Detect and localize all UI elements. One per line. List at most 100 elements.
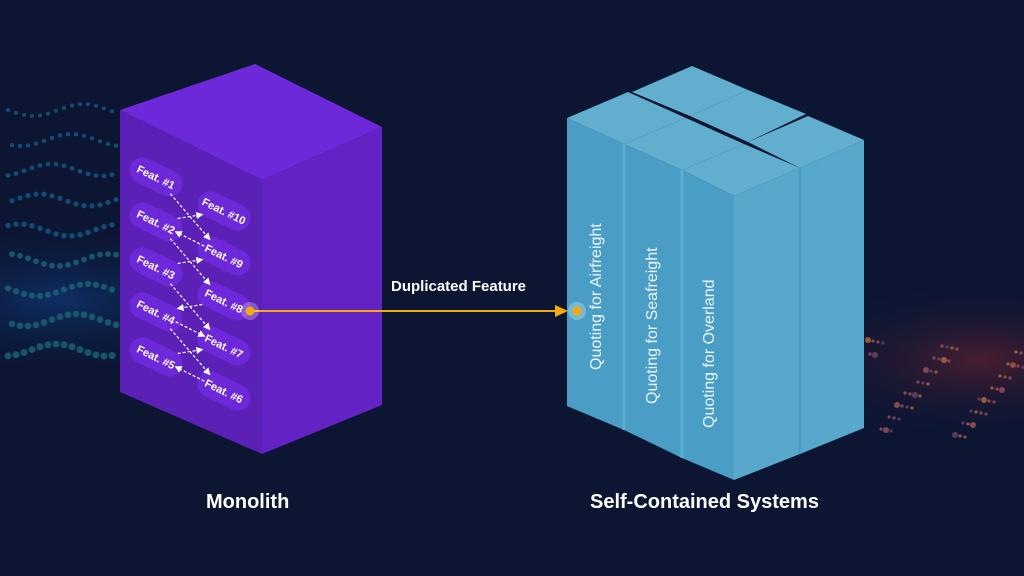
scs-top-back-mid [690,90,806,142]
dependency-arrow [169,193,211,241]
background-dot [992,400,996,404]
background-dot [85,229,91,236]
background-dot [28,346,36,354]
background-dot [89,203,95,209]
background-dot [932,356,936,360]
background-dot [105,251,111,257]
background-dot [945,345,949,349]
background-dot [889,429,893,433]
background-dot [109,172,115,178]
background-dot [1021,365,1024,369]
background-dot [61,232,67,239]
background-dot [941,357,947,363]
background-dot [29,223,35,229]
scs-col1-top [567,92,686,144]
background-dot [24,322,32,330]
background-dot [65,198,71,204]
feature-pill-bg [197,326,251,366]
feature-pill-bg [197,191,251,231]
background-dot [952,432,958,438]
connector-arrowhead [555,305,568,317]
background-dot [894,402,900,408]
background-dot [1008,376,1012,380]
background-dot [73,259,79,266]
background-dot [25,143,31,148]
background-dot [61,163,67,169]
background-dot [49,135,55,141]
background-dot [41,261,47,267]
connector-end-dot [572,306,582,316]
background-dot [93,173,99,179]
background-dot [974,410,978,414]
background-dot [977,397,981,401]
feature-pill-bg [129,292,183,332]
background-dot [16,322,24,329]
background-dot [81,203,87,209]
background-dot [68,283,76,290]
background-dot [990,386,994,390]
background-dot [881,341,885,345]
background-dot [918,394,922,398]
background-dot [921,381,925,385]
dependency-arrow [169,328,211,376]
background-dot [950,346,954,350]
background-dot [940,344,944,348]
background-dot [926,382,930,386]
dependency-arrow [174,366,205,382]
background-dot [68,343,76,351]
dependency-arrows [169,193,211,382]
background-dot [9,251,15,258]
background-dot [999,387,1005,393]
background-dot [65,131,71,137]
background-dot [70,103,74,108]
background-dot [868,352,872,356]
background-dot [12,288,20,295]
background-dot [109,221,115,228]
feature-pill-bg [129,247,183,287]
background-dot [1003,375,1007,379]
dependency-arrow [175,321,206,337]
feature-pill-bg [129,157,183,197]
background-dot [101,223,107,230]
background-dot [900,404,904,408]
background-dot [9,198,15,204]
background-dot [36,292,44,300]
background-dot [80,311,88,319]
background-dot [20,348,28,356]
background-dot [876,340,880,344]
background-dot [44,291,52,298]
feature-pill-bg [197,236,251,276]
background-dot [984,412,988,416]
background-dot [81,256,87,263]
system-label-seafreight: Quoting for Seafreight [644,247,661,404]
background-dot [92,351,100,359]
background-dot [52,340,60,348]
background-dot [105,199,111,206]
background-dot [6,108,10,112]
self-contained-systems-block: Quoting for Airfreight Quoting for Seafr… [567,66,864,480]
background-dot [21,168,27,174]
scs-col1-face [567,118,624,430]
background-dot [60,341,68,349]
background-dot [17,143,23,149]
feature-pill-bg [197,371,251,411]
dependency-arrow [169,238,211,286]
background-dot [65,261,71,268]
background-dot [81,133,87,138]
background-dot [4,285,12,292]
background-dot [987,399,991,403]
background-dot [981,397,987,403]
background-dot [77,232,83,238]
background-dot [37,225,43,232]
background-dot [97,251,103,258]
background-dot [86,102,90,107]
background-dot [872,352,878,358]
background-dot [60,286,68,293]
background-dot [892,416,896,420]
background-dot [923,367,929,373]
background-dot [113,196,119,203]
background-dot [108,286,116,293]
background-dot [903,391,907,395]
background-dot [929,369,933,373]
